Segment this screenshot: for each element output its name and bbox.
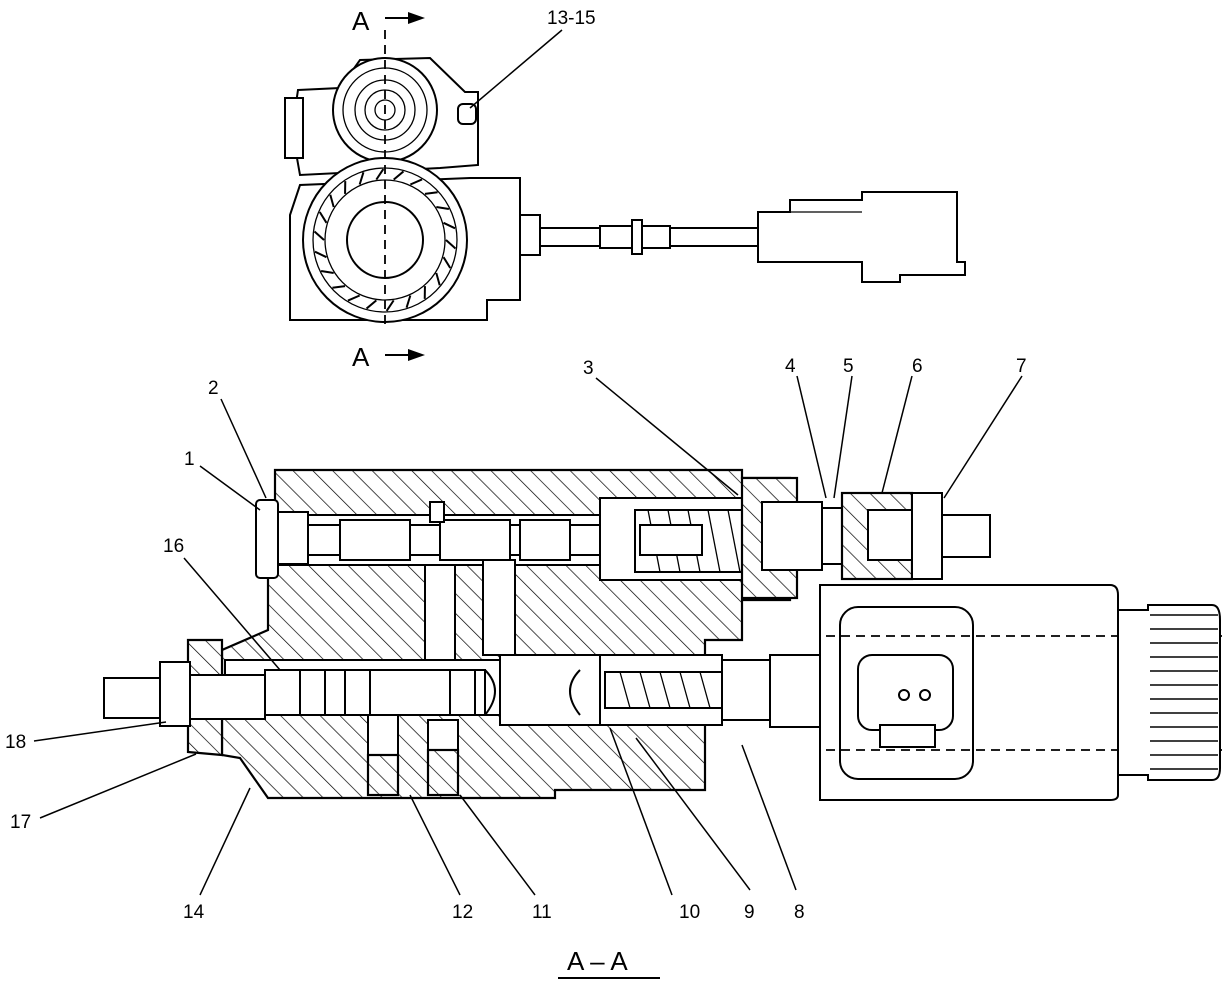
callout-7: 7 [1016,356,1027,377]
section-view [103,468,1222,801]
bearing-roller [313,230,325,241]
callout-14: 14 [183,902,205,923]
callout-4: 4 [785,356,796,377]
bearing-roller [435,272,441,286]
bearing-roller [375,168,385,181]
callout-3: 3 [583,358,594,379]
callout-16: 16 [163,536,184,557]
bearing-roller [445,239,457,250]
callout-numbers: 1 2 3 4 5 6 7 16 18 17 14 12 11 10 9 8 [5,356,1027,923]
bearing-roller [443,221,456,230]
bearing-roller [332,285,346,289]
bearing-roller [320,269,334,274]
bearing-rollers [313,168,457,312]
bearing-roller [393,170,405,181]
bearing-roller [442,256,452,269]
top-view: A A 13-15 [284,6,966,372]
callout-11: 11 [532,902,552,923]
callout-10: 10 [679,902,700,923]
knurled-knob [1150,614,1218,770]
section-mark-bottom: A [352,342,370,372]
callout-17: 17 [10,812,31,833]
callout-6: 6 [912,356,923,377]
bearing-roller [385,299,395,312]
label-13-15: 13-15 [547,8,596,29]
callout-18: 18 [5,732,26,753]
bearing-roller [358,172,365,185]
section-mark-top: A [352,6,370,36]
callout-8: 8 [794,902,805,923]
callout-9: 9 [744,902,755,923]
bearing-roller [318,211,328,224]
bearing-roller [314,250,327,259]
callout-12: 12 [452,902,473,923]
bearing-roller [365,299,377,310]
section-title: A – A [567,946,628,976]
bearing-roller [347,294,361,302]
bearing-roller [329,194,335,208]
bearing-roller [424,191,438,195]
callout-leaders [33,375,1023,896]
callout-2: 2 [208,378,219,399]
bearing-roller [405,295,412,308]
callout-1: 1 [184,449,195,470]
bearing-roller [436,206,450,211]
bearing-roller [409,178,423,186]
callout-5: 5 [843,356,854,377]
